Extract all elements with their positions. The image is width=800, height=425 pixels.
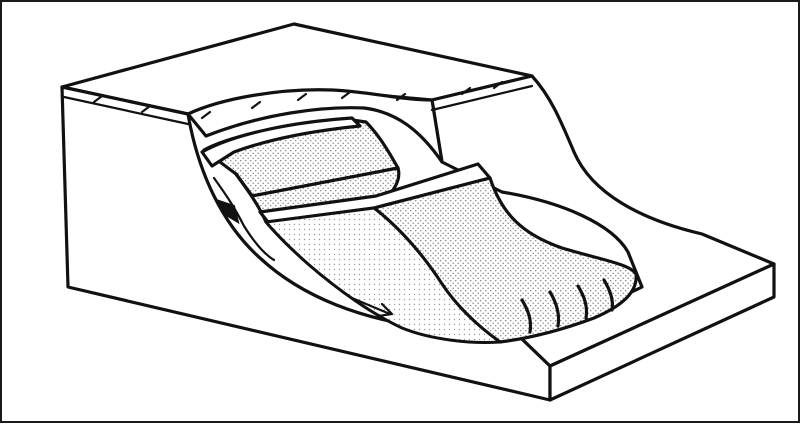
landslide-block-diagram xyxy=(2,2,800,425)
figure-frame xyxy=(0,0,800,423)
